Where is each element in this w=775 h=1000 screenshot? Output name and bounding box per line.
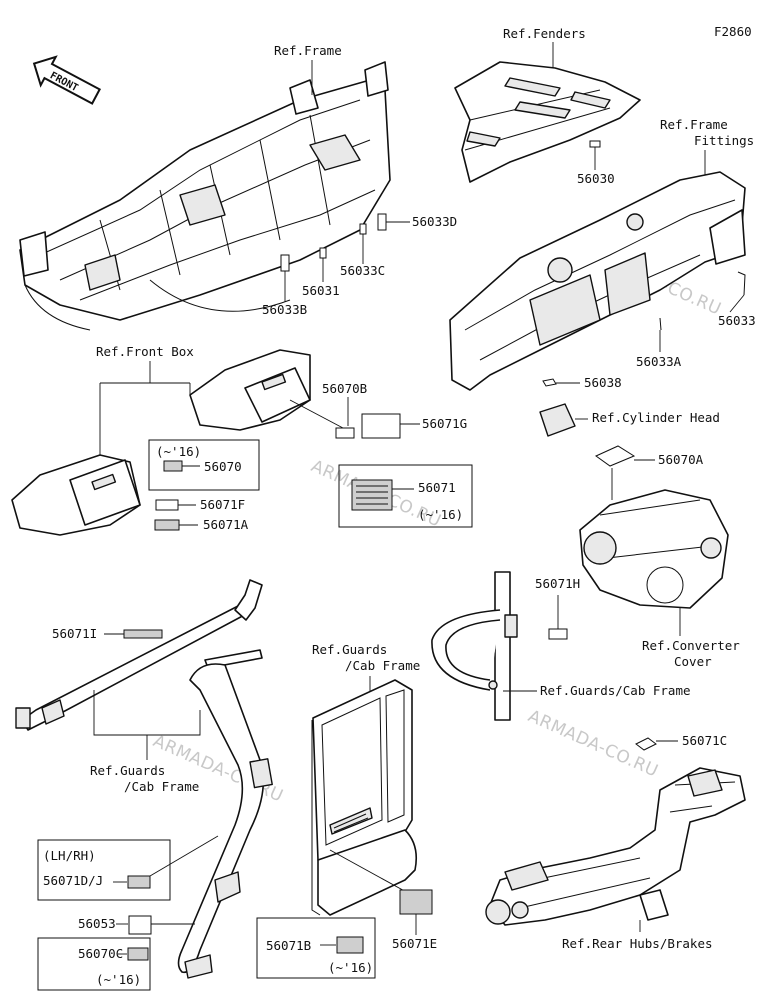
decal-56030 bbox=[589, 140, 601, 148]
ref-guards-cab-right-label: Ref.Guards/Cab Frame bbox=[540, 683, 691, 698]
part-56071E: 56071E bbox=[392, 936, 437, 951]
ref-front-box-label: Ref.Front Box bbox=[96, 344, 194, 359]
decal-56033A bbox=[659, 317, 662, 331]
part-56038: 56038 bbox=[584, 375, 622, 390]
decal-56070C bbox=[127, 947, 149, 961]
ref-rear-hubs-brakes-label: Ref.Rear Hubs/Brakes bbox=[562, 936, 713, 951]
decal-56071E bbox=[399, 889, 433, 915]
part-56033C: 56033C bbox=[340, 263, 385, 278]
box-56071 bbox=[338, 464, 473, 528]
front-box-lower bbox=[11, 454, 141, 536]
part-56070C: 56070C bbox=[78, 946, 123, 961]
part-56071C: 56071C bbox=[682, 733, 727, 748]
ref-cylinder-head-label: Ref.Cylinder Head bbox=[592, 410, 720, 425]
ref-converter-cover-label-2: Cover bbox=[674, 654, 712, 669]
part-56071D: 56071D/J bbox=[43, 873, 103, 888]
decal-56033C bbox=[359, 223, 367, 235]
part-56071G: 56071G bbox=[422, 416, 467, 431]
part-56033D: 56033D bbox=[412, 214, 457, 229]
decal-56071C bbox=[635, 737, 657, 751]
ref-converter-cover-label-1: Ref.Converter bbox=[642, 638, 740, 653]
part-56071F: 56071F bbox=[200, 497, 245, 512]
note-until16-b: (~'16) bbox=[418, 507, 463, 522]
part-56071A: 56071A bbox=[203, 517, 249, 532]
ref-frame-label: Ref.Frame bbox=[274, 43, 342, 58]
figure-code: F2860 bbox=[714, 24, 752, 39]
frame-assembly bbox=[19, 61, 391, 331]
note-until16-a: (~'16) bbox=[156, 444, 201, 459]
part-56033A: 56033A bbox=[636, 354, 682, 369]
part-56030: 56030 bbox=[577, 171, 615, 186]
part-56033B: 56033B bbox=[262, 302, 307, 317]
note-until16-c: (~'16) bbox=[96, 972, 141, 987]
box-56070 bbox=[148, 439, 260, 491]
front-arrow-icon: FRONT bbox=[32, 55, 102, 105]
decal-56033D bbox=[377, 213, 387, 231]
part-56033: 56033 bbox=[718, 313, 756, 328]
decal-56053 bbox=[128, 915, 152, 935]
decal-56071G bbox=[361, 413, 401, 439]
dash-frame-fittings bbox=[449, 171, 746, 391]
decal-56071H bbox=[548, 628, 568, 640]
ref-guards-cab-left-label-1: Ref.Guards bbox=[90, 763, 165, 778]
fender-assembly bbox=[454, 61, 641, 183]
decal-56031 bbox=[319, 247, 327, 259]
part-56053: 56053 bbox=[78, 916, 116, 931]
ref-guards-cab-mid-label-2: /Cab Frame bbox=[345, 658, 420, 673]
note-until16-d: (~'16) bbox=[328, 960, 373, 975]
decal-56071B bbox=[336, 936, 364, 954]
box-56071B bbox=[256, 917, 376, 979]
decal-56071F bbox=[155, 499, 179, 511]
ref-guards-cab-left-label-2: /Cab Frame bbox=[124, 779, 199, 794]
box-56071D bbox=[37, 839, 171, 901]
decal-56070 bbox=[163, 460, 183, 472]
part-56031: 56031 bbox=[302, 283, 340, 298]
decal-56070A bbox=[595, 445, 636, 467]
box-56070C bbox=[37, 937, 151, 991]
ref-frame-fittings-label-1: Ref.Frame bbox=[660, 117, 728, 132]
note-lh-rh: (LH/RH) bbox=[43, 848, 96, 863]
part-56071B: 56071B bbox=[266, 938, 311, 953]
part-56070: 56070 bbox=[204, 459, 242, 474]
decal-56071A bbox=[154, 519, 180, 531]
decal-56038 bbox=[542, 378, 557, 387]
decal-56071D bbox=[127, 875, 151, 889]
ref-frame-fittings-label-2: Fittings bbox=[694, 133, 754, 148]
roll-bar-left bbox=[15, 579, 273, 979]
front-box-upper bbox=[189, 349, 311, 431]
converter-cover bbox=[579, 489, 729, 609]
part-56071H: 56071H bbox=[535, 576, 580, 591]
decal-56070B bbox=[335, 427, 355, 439]
decal-56071 bbox=[351, 479, 393, 511]
rear-guard-bar bbox=[431, 571, 518, 721]
door-panel bbox=[311, 679, 418, 916]
ref-fenders-label: Ref.Fenders bbox=[503, 26, 586, 41]
decal-56071I bbox=[123, 629, 163, 639]
part-56071: 56071 bbox=[418, 480, 456, 495]
cylinder-head-icon bbox=[539, 403, 576, 437]
part-56070B: 56070B bbox=[322, 381, 367, 396]
part-56070A: 56070A bbox=[658, 452, 704, 467]
part-56071I: 56071I bbox=[52, 626, 97, 641]
decal-56033B bbox=[280, 254, 290, 272]
rear-trailing-arm bbox=[485, 767, 746, 926]
ref-guards-cab-mid-label-1: Ref.Guards bbox=[312, 642, 387, 657]
decal-56033 bbox=[737, 271, 746, 296]
